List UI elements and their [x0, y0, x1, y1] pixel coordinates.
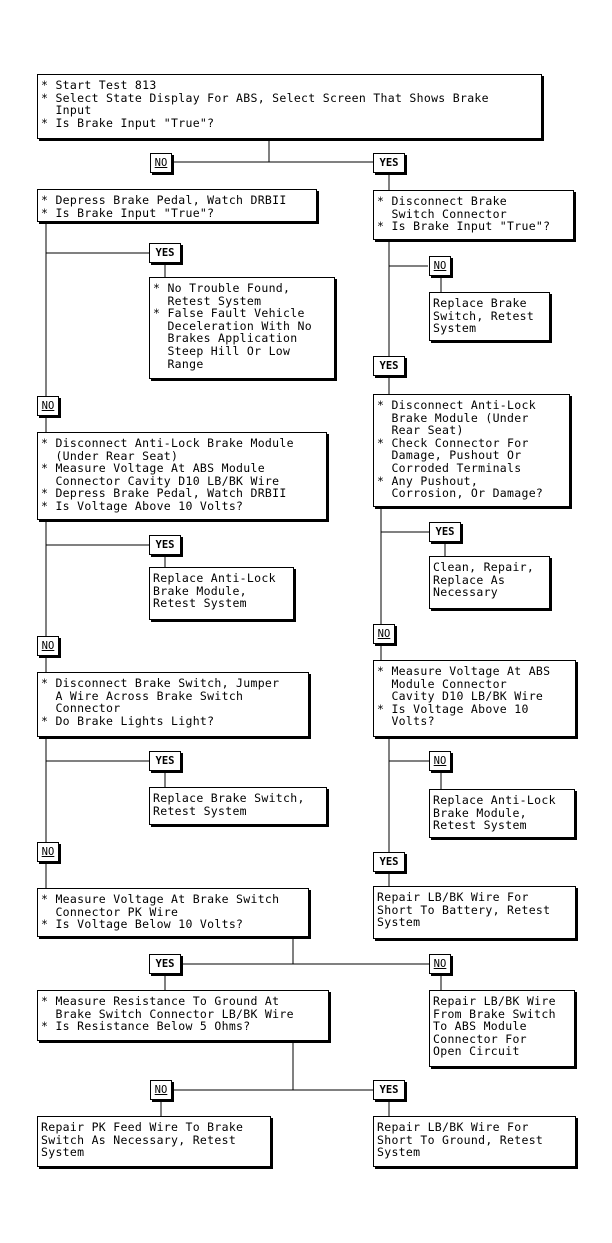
- repair-open-circuit-box: Repair LB/BK Wire From Brake Switch To A…: [429, 990, 575, 1067]
- no-trouble-box: * No Trouble Found, Retest System * Fals…: [149, 277, 335, 379]
- measure-pk-voltage-box: * Measure Voltage At Brake Switch Connec…: [37, 888, 309, 937]
- repair-pk-feed-box: Repair PK Feed Wire To Brake Switch As N…: [37, 1116, 271, 1167]
- repair-short-battery-box: Repair LB/BK Wire For Short To Battery, …: [373, 886, 576, 939]
- no-label: NO: [37, 396, 59, 416]
- no-label: NO: [373, 624, 395, 644]
- yes-label: YES: [149, 243, 181, 263]
- depress-pedal-box: * Depress Brake Pedal, Watch DRBII * Is …: [37, 189, 317, 222]
- disconnect-abs-module-box: * Disconnect Anti-Lock Brake Module (Und…: [373, 394, 570, 507]
- start-test-box: * Start Test 813 * Select State Display …: [37, 74, 542, 139]
- no-label: NO: [429, 954, 451, 974]
- measure-abs-voltage-box-2: * Measure Voltage At ABS Module Connecto…: [373, 660, 576, 737]
- connector: [380, 174, 390, 886]
- yes-label: YES: [149, 535, 181, 555]
- replace-abs-module-box-2: Replace Anti-Lock Brake Module, Retest S…: [429, 789, 575, 838]
- replace-abs-module-box-1: Replace Anti-Lock Brake Module, Retest S…: [149, 567, 294, 620]
- no-label: NO: [429, 751, 451, 771]
- connector: [46, 252, 166, 277]
- connector: [160, 1041, 390, 1116]
- connector: [46, 760, 166, 787]
- replace-brake-switch-box: Replace Brake Switch, Retest System: [429, 292, 550, 341]
- yes-label: YES: [429, 522, 461, 542]
- replace-switch-box: Replace Brake Switch, Retest System: [149, 787, 327, 825]
- no-label: NO: [37, 636, 59, 656]
- yes-label: YES: [373, 852, 405, 872]
- connector: [389, 760, 442, 789]
- yes-label: YES: [373, 153, 405, 173]
- disconnect-switch-box: * Disconnect Brake Switch Connector * Is…: [373, 190, 574, 240]
- repair-short-ground-box: Repair LB/BK Wire For Short To Ground, R…: [373, 1116, 576, 1167]
- connector: [389, 265, 442, 292]
- yes-label: YES: [149, 751, 181, 771]
- connector: [381, 531, 446, 556]
- yes-label: YES: [373, 1080, 405, 1100]
- no-label: NO: [429, 256, 451, 276]
- connector: [172, 139, 373, 163]
- yes-label: YES: [373, 356, 405, 376]
- measure-abs-voltage-box: * Disconnect Anti-Lock Brake Module (Und…: [37, 432, 327, 520]
- no-label: NO: [37, 842, 59, 862]
- no-label: NO: [150, 153, 172, 173]
- clean-repair-box: Clean, Repair, Replace As Necessary: [429, 556, 550, 609]
- connector: [46, 544, 166, 567]
- jumper-switch-box: * Disconnect Brake Switch, Jumper A Wire…: [37, 672, 309, 737]
- measure-resistance-box: * Measure Resistance To Ground At Brake …: [37, 990, 329, 1041]
- connector: [164, 937, 442, 990]
- yes-label: YES: [149, 954, 181, 974]
- no-label: NO: [150, 1080, 172, 1100]
